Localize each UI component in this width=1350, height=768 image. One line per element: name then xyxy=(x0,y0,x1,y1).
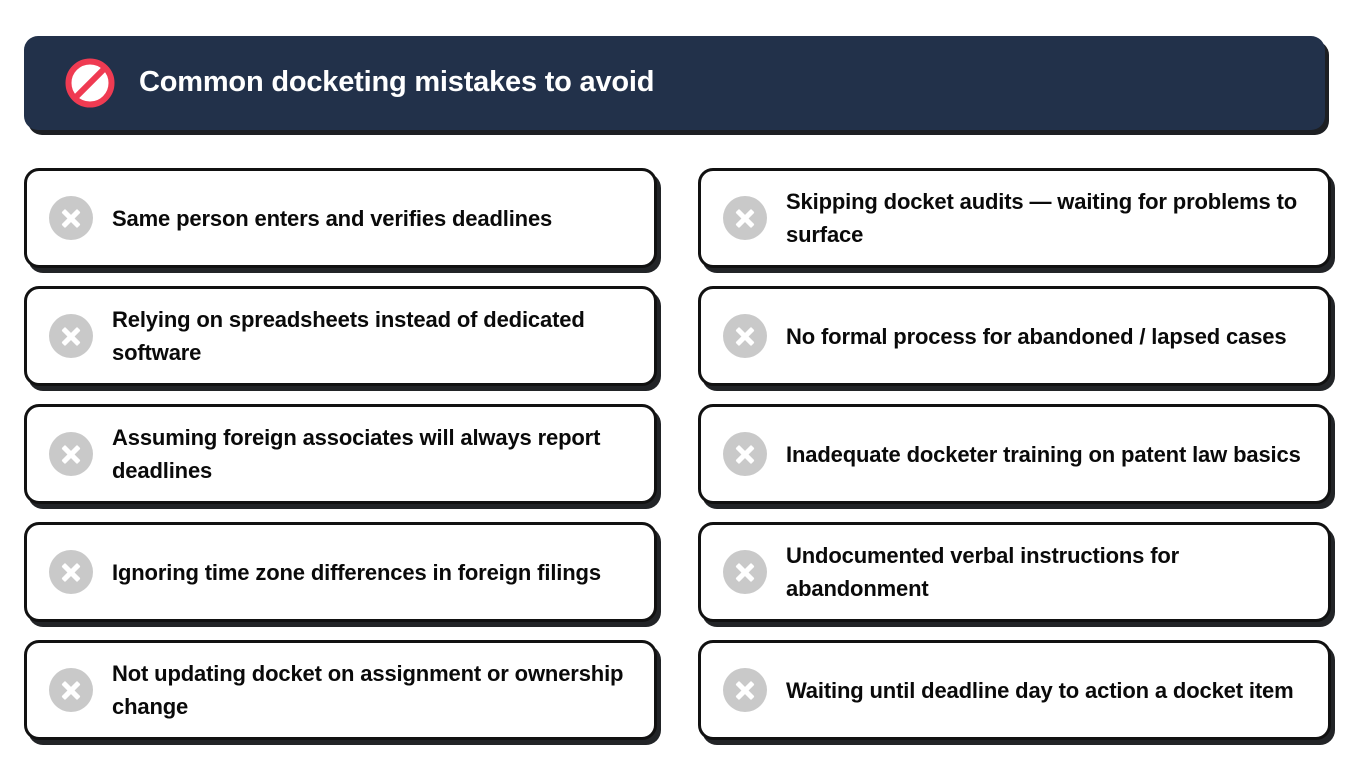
circle-x-icon xyxy=(723,196,767,240)
circle-x-icon xyxy=(723,432,767,476)
mistake-card[interactable]: Ignoring time zone differences in foreig… xyxy=(24,522,657,622)
page-title: Common docketing mistakes to avoid xyxy=(139,66,655,99)
mistake-card[interactable]: No formal process for abandoned / lapsed… xyxy=(698,286,1331,386)
mistake-card-text: No formal process for abandoned / lapsed… xyxy=(786,323,1287,349)
circle-x-icon xyxy=(49,432,93,476)
circle-x-icon xyxy=(723,314,767,358)
mistake-card[interactable]: Inadequate docketer training on patent l… xyxy=(698,404,1331,504)
circle-x-icon xyxy=(49,196,93,240)
mistake-card-text: Same person enters and verifies deadline… xyxy=(112,205,553,231)
mistake-card[interactable]: Same person enters and verifies deadline… xyxy=(24,168,657,268)
mistake-card-text: Waiting until deadline day to action a d… xyxy=(786,677,1294,703)
prohibition-icon xyxy=(65,58,115,108)
mistake-card-text: Relying on spreadsheets instead of dedic… xyxy=(112,307,585,365)
mistake-card[interactable]: Skipping docket audits — waiting for pro… xyxy=(698,168,1331,268)
mistake-card-text: Undocumented verbal instructions for aba… xyxy=(786,543,1180,601)
mistake-card[interactable]: Waiting until deadline day to action a d… xyxy=(698,640,1331,740)
mistake-card-text: Skipping docket audits — waiting for pro… xyxy=(786,189,1298,247)
mistake-card[interactable]: Relying on spreadsheets instead of dedic… xyxy=(24,286,657,386)
mistake-card[interactable]: Undocumented verbal instructions for aba… xyxy=(698,522,1331,622)
header-banner: Common docketing mistakes to avoid xyxy=(24,36,1325,130)
mistake-card-text: Inadequate docketer training on patent l… xyxy=(786,441,1301,467)
circle-x-icon xyxy=(723,668,767,712)
circle-x-icon xyxy=(49,668,93,712)
circle-x-icon xyxy=(49,550,93,594)
mistake-card-text: Not updating docket on assignment or own… xyxy=(112,661,624,719)
circle-x-icon xyxy=(723,550,767,594)
circle-x-icon xyxy=(49,314,93,358)
mistake-card-text: Ignoring time zone differences in foreig… xyxy=(112,559,601,585)
mistake-card-text: Assuming foreign associates will always … xyxy=(112,425,601,483)
mistake-card[interactable]: Not updating docket on assignment or own… xyxy=(24,640,657,740)
mistake-card[interactable]: Assuming foreign associates will always … xyxy=(24,404,657,504)
